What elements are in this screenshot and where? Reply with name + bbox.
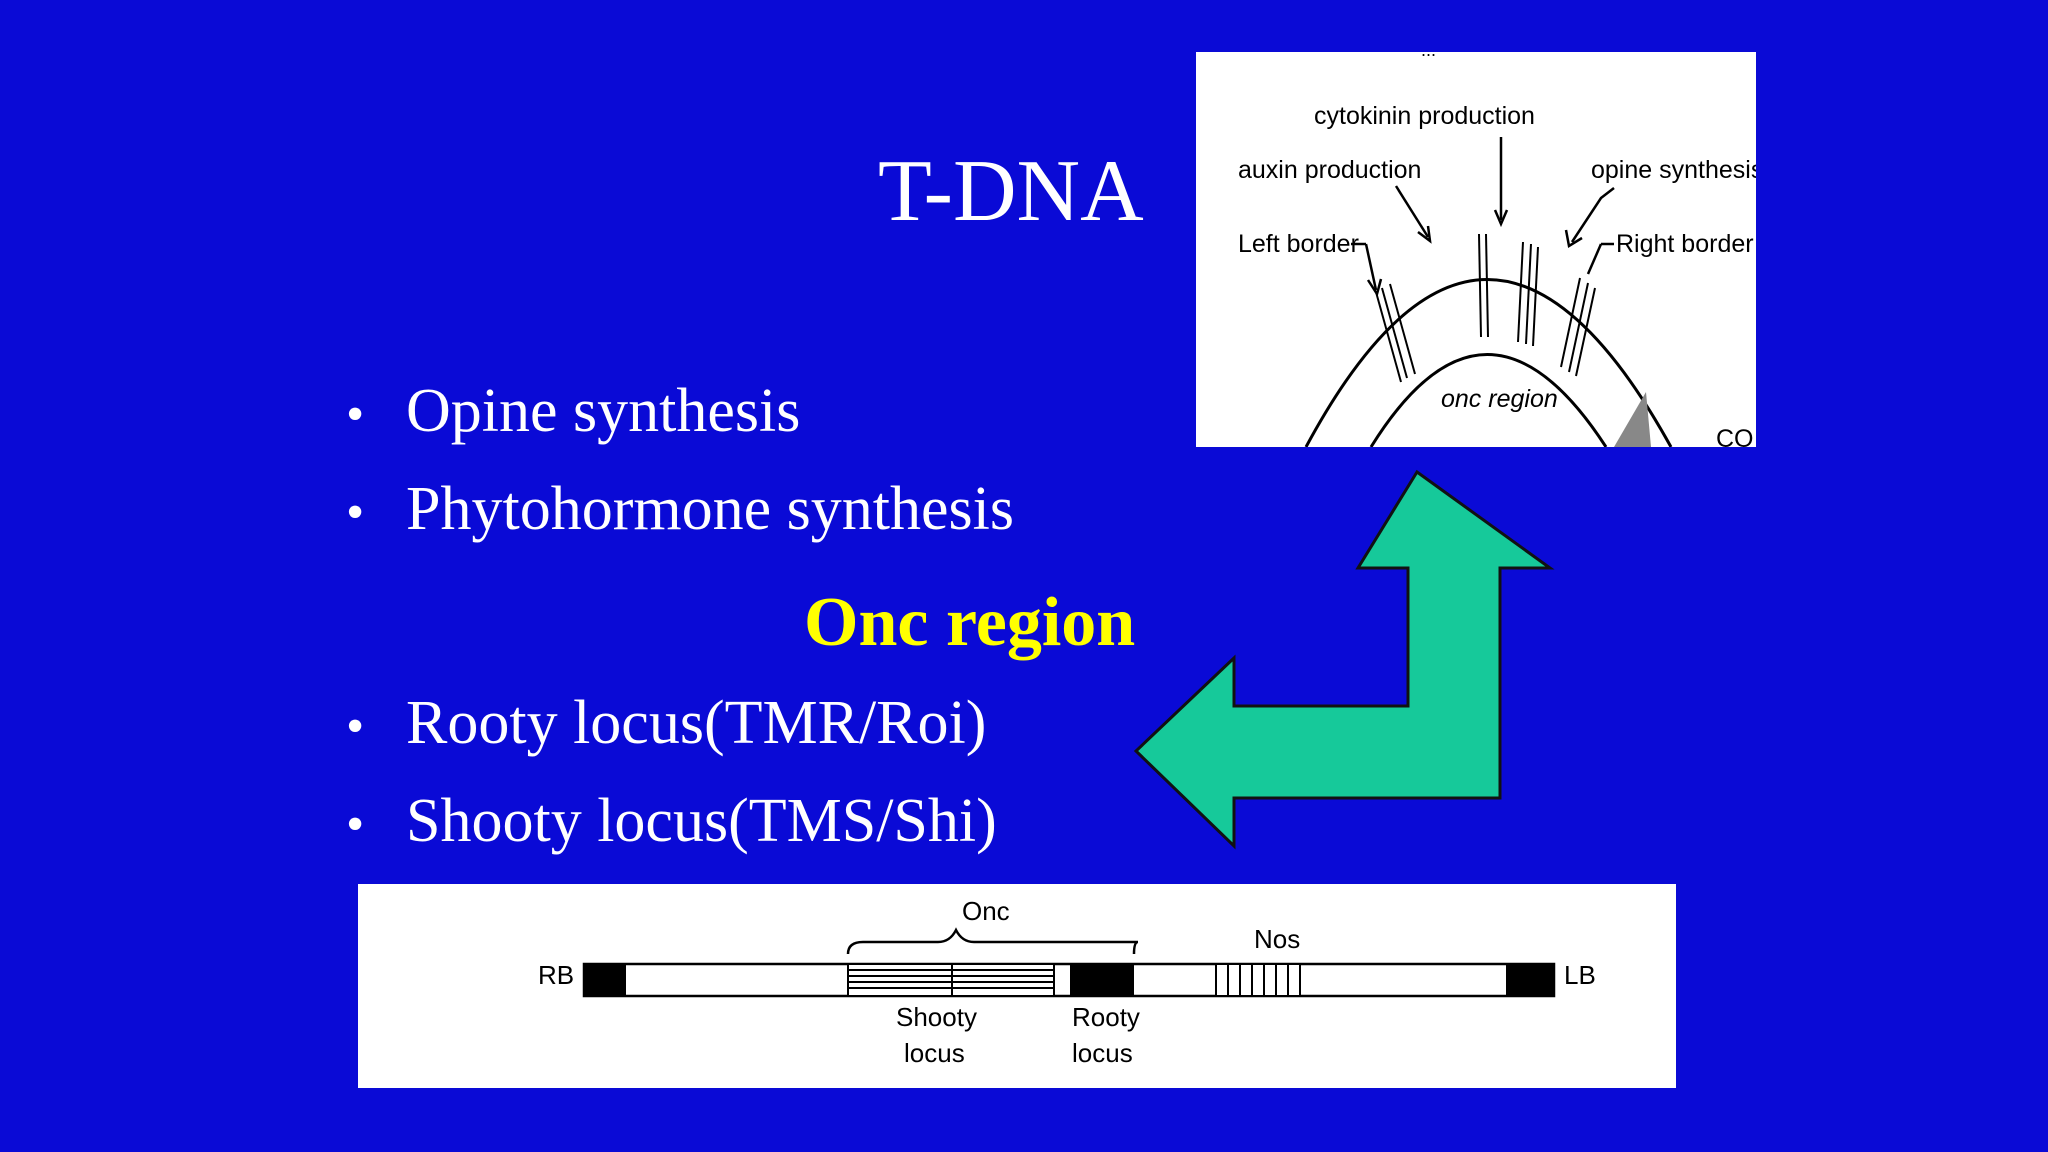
bullet-list-top: • Opine synthesis • Phytohormone synthesis [346, 380, 1014, 576]
bullet-dot: • [346, 698, 365, 755]
bullet-item: • Phytohormone synthesis [346, 478, 1014, 576]
bullet-item: • Opine synthesis [346, 380, 1014, 478]
label-onc-region: onc region [1441, 385, 1558, 413]
shaded-wedge [1614, 392, 1651, 447]
bullet-item: • Rooty locus(TMR/Roi) [346, 692, 997, 790]
rooty-locus-block [1070, 964, 1134, 996]
label-onc: Onc [962, 896, 1010, 926]
label-rooty-1: Rooty [1072, 1002, 1140, 1032]
label-cytokinin: cytokinin production [1314, 102, 1535, 130]
nos-block [1215, 963, 1301, 997]
tdna-plasmid-diagram: ... cytokinin production auxin productio… [1196, 52, 1756, 447]
label-auxin: auxin production [1238, 156, 1421, 184]
label-opine: opine synthesis [1591, 156, 1756, 184]
bullet-text: Rooty locus(TMR/Roi) [406, 689, 987, 757]
label-left-border: Left border [1238, 230, 1359, 258]
label-rooty-2: locus [1072, 1038, 1133, 1068]
label-shooty-1: Shooty [896, 1002, 977, 1032]
rb-block [584, 964, 626, 996]
cut-top-label: ... [1421, 52, 1436, 60]
diagram-arrows [1351, 137, 1615, 298]
bullet-item: • Shooty locus(TMS/Shi) [346, 790, 997, 888]
tdna-bar [582, 962, 1556, 998]
label-nos: Nos [1254, 924, 1300, 954]
bent-arrow-icon [1133, 469, 1555, 850]
bullet-dot: • [346, 386, 365, 443]
bullet-list-bottom: • Rooty locus(TMR/Roi) • Shooty locus(TMS/… [346, 692, 997, 888]
bullet-text: Shooty locus(TMS/Shi) [406, 787, 997, 855]
label-cut-right: CO [1716, 425, 1754, 447]
outer-arc [1304, 278, 1673, 447]
bullet-text: Phytohormone synthesis [406, 475, 1014, 543]
tdna-segments [1375, 233, 1596, 383]
inner-arc [1369, 353, 1608, 447]
onc-region-heading: Onc region [804, 584, 1136, 661]
label-shooty-2: locus [904, 1038, 965, 1068]
label-rb: RB [538, 960, 574, 990]
label-right-border: Right border [1616, 230, 1754, 258]
bullet-text: Opine synthesis [406, 377, 801, 445]
shooty-locus-block [847, 963, 1055, 997]
label-lb: LB [1564, 960, 1596, 990]
slide-title: T-DNA [878, 143, 1144, 240]
linear-map-svg: Onc Nos RB LB Shooty locus [538, 896, 1596, 1068]
plasmid-diagram-svg: ... cytokinin production auxin productio… [1238, 52, 1756, 447]
lb-block [1506, 964, 1554, 996]
onc-brace [846, 927, 1139, 955]
bullet-dot: • [346, 484, 365, 541]
tdna-linear-map: Onc Nos RB LB Shooty locus [358, 884, 1676, 1088]
bullet-dot: • [346, 796, 365, 853]
